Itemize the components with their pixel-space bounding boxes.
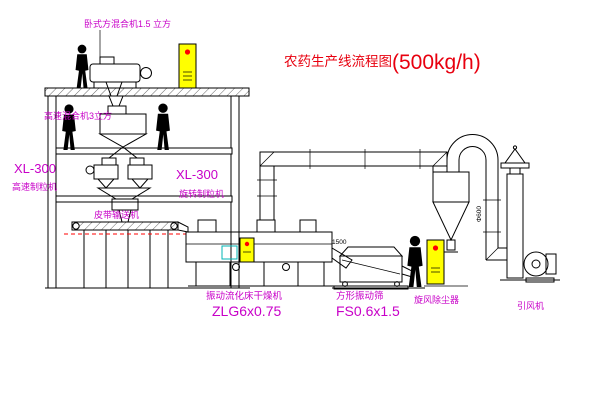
label-screen-name: 方形振动筛: [336, 290, 384, 302]
label-high-speed-mixer: 高速混合机3立方: [44, 110, 112, 121]
worker-figure-icon: [156, 103, 170, 150]
downcomer-duct: [483, 160, 507, 261]
vibration-motor-icon: [282, 263, 290, 271]
high-speed-mixer: [98, 95, 148, 166]
vibration-motor-icon: [232, 263, 240, 271]
cyclone-separator: [432, 134, 499, 253]
drawing-title: 农药生产线流程图: [284, 54, 392, 69]
vibrating-screen: [332, 246, 468, 290]
worker-figure-icon: [407, 235, 423, 287]
horizontal-mixer: [89, 30, 152, 97]
rain-cap-disc: [500, 162, 530, 169]
label-granulator-left-model: XL-300: [14, 161, 56, 176]
granulators: [85, 164, 153, 223]
control-panel-cyclone: [426, 239, 445, 285]
label-screen-model: FS0.6x1.5: [336, 303, 400, 319]
worker-figure-icon: [75, 44, 89, 88]
exhaust-stack: [500, 145, 530, 279]
indicator-lamp-icon: [244, 241, 250, 247]
label-belt-conveyor: 皮带输送机: [94, 209, 139, 220]
dimension-screen-feed: 1500: [332, 239, 347, 246]
control-panel-dryer: [221, 237, 255, 263]
indicator-lamp-icon: [184, 49, 191, 55]
label-granulator-left-name: 高速制粒机: [12, 181, 57, 192]
cyan-accent-box: [221, 245, 238, 260]
dimension-duct-diameter: Φ600: [476, 206, 483, 222]
platform-structure: [44, 87, 250, 289]
exhaust-duct: [257, 149, 448, 221]
drawing-title-capacity: (500kg/h): [392, 51, 481, 74]
label-fan: 引风机: [517, 300, 544, 311]
control-panel-top: [178, 43, 197, 89]
label-dryer-model: ZLG6x0.75: [212, 303, 281, 319]
fan-motor: [545, 253, 557, 275]
label-dryer-name: 振动流化床干燥机: [206, 290, 283, 302]
label-cyclone: 旋风除尘器: [414, 294, 459, 305]
label-granulator-right-name: 旋转制粒机: [179, 188, 224, 199]
induced-draft-fan: [500, 251, 560, 283]
belt-conveyor: [64, 221, 186, 288]
label-granulator-right-model: XL-300: [176, 167, 218, 182]
rain-cap-cone: [504, 148, 526, 164]
indicator-lamp-icon: [432, 245, 439, 251]
label-horizontal-mixer: 卧式方混合机1.5 立方: [84, 18, 171, 29]
fluid-bed-dryer: [177, 219, 353, 287]
dryer-outlet-chute: [331, 247, 353, 269]
